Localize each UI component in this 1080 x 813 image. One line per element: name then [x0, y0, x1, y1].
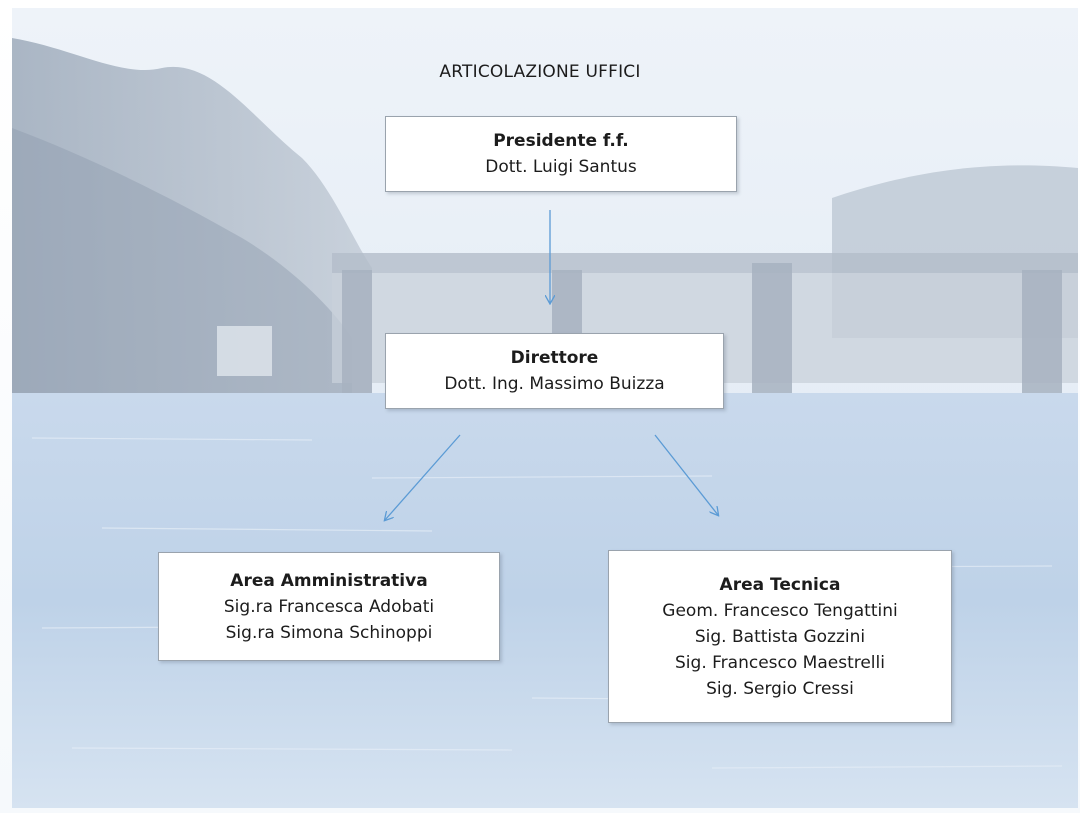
- node-heading: Area Tecnica: [719, 574, 841, 595]
- node-member: Sig. Sergio Cressi: [706, 678, 854, 699]
- node-member: Sig.ra Francesca Adobati: [223, 596, 435, 617]
- diagram-title: ARTICOLAZIONE UFFICI: [439, 62, 641, 82]
- node-tech-area: Area Tecnica Geom. Francesco Tengattini …: [608, 550, 952, 723]
- node-director: Direttore Dott. Ing. Massimo Buizza: [385, 333, 724, 409]
- node-admin-area: Area Amministrativa Sig.ra Francesca Ado…: [158, 552, 500, 661]
- node-member: Sig. Francesco Maestrelli: [675, 652, 885, 673]
- node-member: Geom. Francesco Tengattini: [662, 600, 898, 621]
- node-heading: Presidente f.f.: [493, 131, 629, 151]
- node-heading: Direttore: [510, 348, 599, 368]
- node-heading: Area Amministrativa: [230, 570, 428, 591]
- node-member: Dott. Ing. Massimo Buizza: [444, 374, 665, 394]
- node-member: Sig.ra Simona Schinoppi: [225, 622, 433, 643]
- node-member: Dott. Luigi Santus: [485, 157, 637, 177]
- node-president: Presidente f.f. Dott. Luigi Santus: [385, 116, 737, 192]
- node-member: Sig. Battista Gozzini: [694, 626, 866, 647]
